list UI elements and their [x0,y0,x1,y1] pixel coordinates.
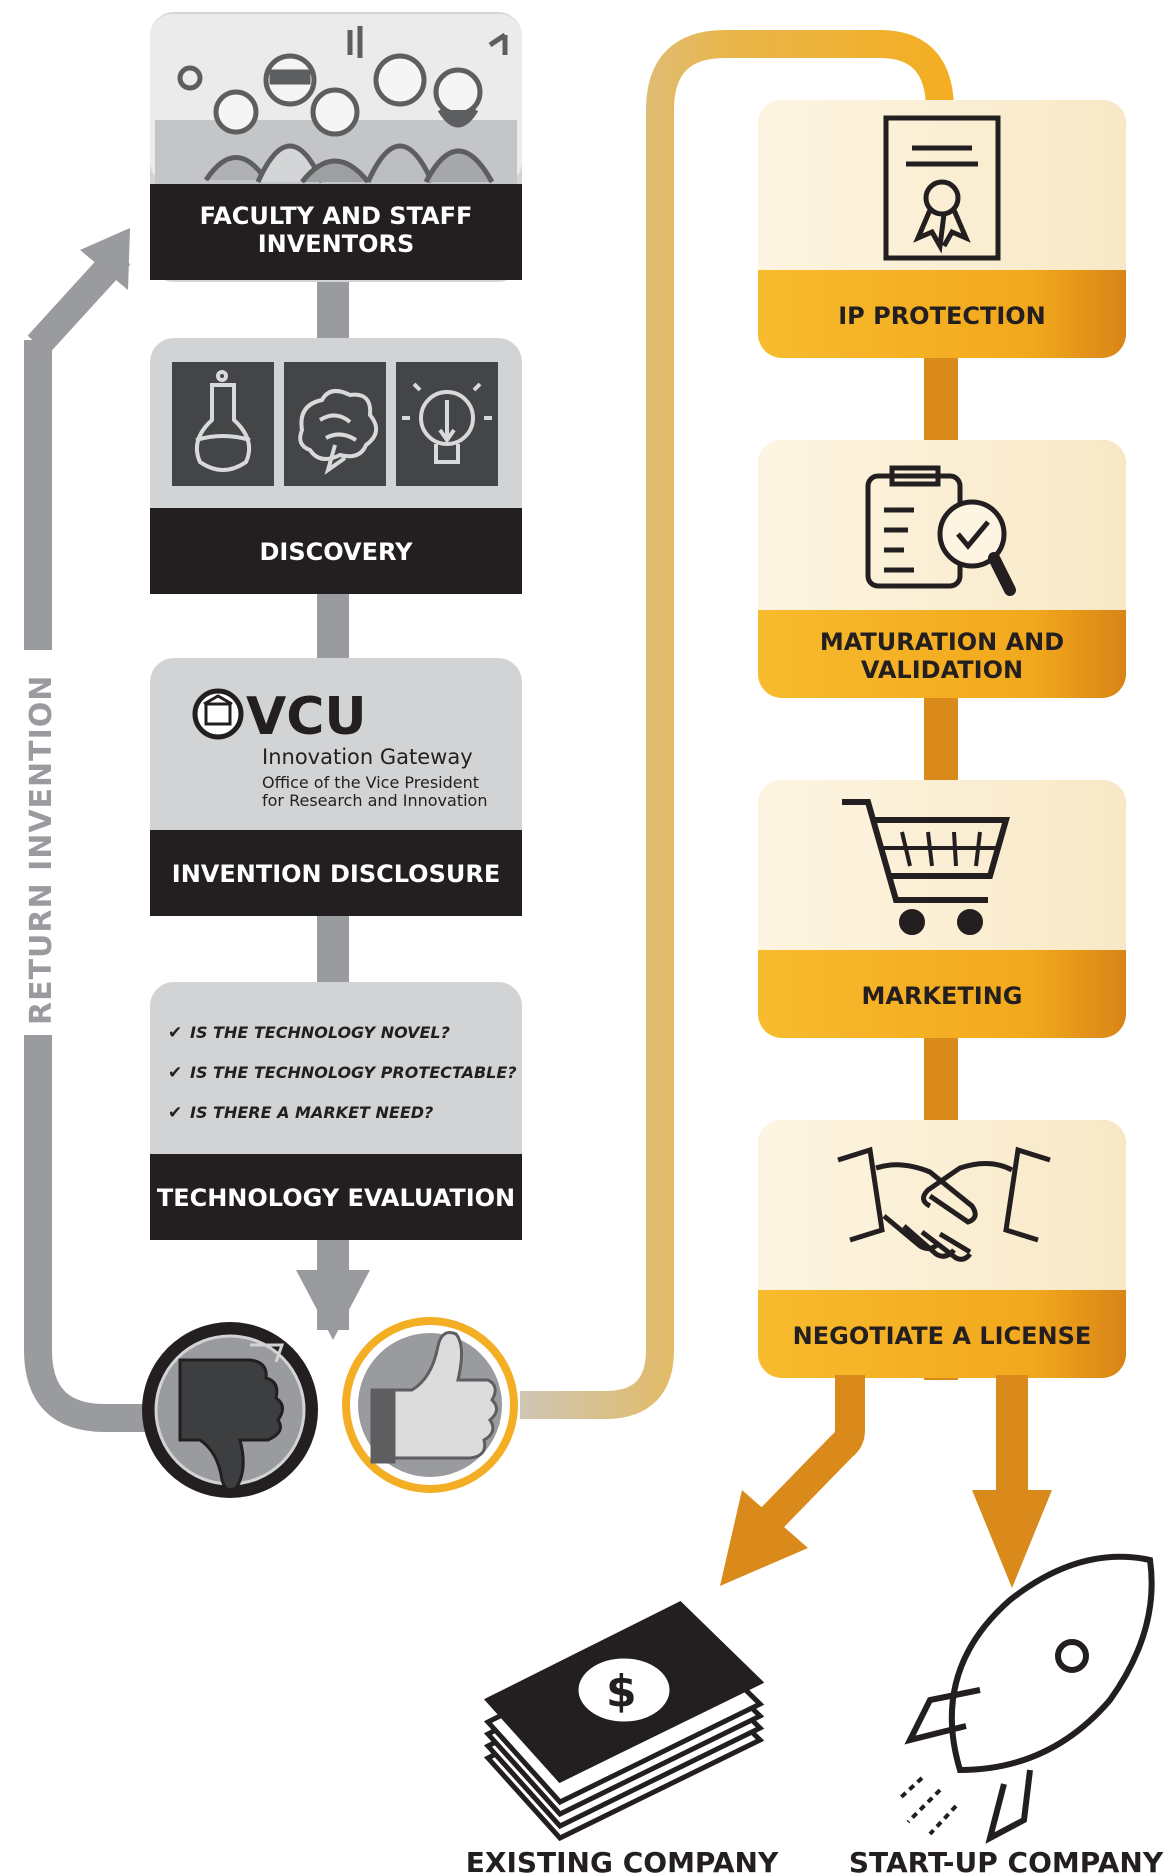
approval-pipe [520,30,954,1419]
maturation-label-line2: VALIDATION [861,656,1023,684]
step-evaluation: ✔ IS THE TECHNOLOGY NOVEL? ✔ IS THE TECH… [150,982,522,1240]
inventors-label-line1: FACULTY AND STAFF [200,202,473,230]
return-arrowhead [80,228,130,290]
vp-office-line2: for Research and Innovation [262,791,487,810]
vcu-seal-icon [192,688,244,740]
vp-office-line1: Office of the Vice President [262,773,479,792]
marketing-label: MARKETING [861,982,1022,1010]
startup-arrow [972,1375,1052,1588]
return-invention-label: RETURN INVENTION [24,675,59,1025]
existing-company-label: EXISTING COMPANY [466,1846,779,1874]
step-disclosure: VCU Innovation Gateway Office of the Vic… [150,658,522,916]
ip-protection-label: IP PROTECTION [838,302,1046,330]
discovery-label: DISCOVERY [259,538,413,566]
step-marketing: MARKETING [758,780,1126,1038]
flask-tile [172,362,274,486]
innovation-gateway-text: Innovation Gateway [262,745,473,769]
thumbs-up-badge [342,1317,518,1493]
license-label: NEGOTIATE A LICENSE [793,1322,1092,1350]
flask-icon [195,370,251,472]
evaluation-label: TECHNOLOGY EVALUATION [157,1184,515,1212]
money-stack-icon: $ [483,1600,765,1842]
thumbs-up-icon [370,1331,498,1464]
check-protectable: ✔ [168,1063,182,1083]
startup-company-label: START-UP COMPANY [849,1846,1164,1874]
brain-icon [298,389,378,475]
step-maturation: MATURATION AND VALIDATION [758,440,1126,698]
thumbs-down-badge [142,1322,318,1498]
step-inventors: FACULTY AND STAFF INVENTORS [150,12,522,282]
down-arrowhead [296,1270,370,1340]
lightbulb-icon [402,382,492,464]
svg-text:$: $ [606,1666,637,1717]
check-market: ✔ [168,1103,182,1123]
checklist-item-protectable: IS THE TECHNOLOGY PROTECTABLE? [190,1063,517,1082]
return-loop [24,228,240,1432]
shopping-cart-icon [842,799,1010,935]
vcu-logo-text: VCU [246,687,367,747]
checklist-item-novel: IS THE TECHNOLOGY NOVEL? [190,1023,450,1042]
thumbs-down-icon [178,1343,285,1492]
inventors-label-line2: INVENTORS [258,230,415,258]
clipboard-search-icon [865,465,1016,596]
disclosure-label: INVENTION DISCLOSURE [172,860,500,888]
step-ip-protection: IP PROTECTION [758,100,1126,358]
checklist-item-market: IS THERE A MARKET NEED? [190,1103,433,1122]
check-novel: ✔ [168,1023,182,1043]
rocket-icon [896,1553,1155,1844]
maturation-label-line1: MATURATION AND [820,628,1064,656]
step-discovery: DISCOVERY [150,338,522,594]
certificate-icon [883,115,1001,261]
handshake-icon [837,1146,1051,1262]
step-license: NEGOTIATE A LICENSE [758,1120,1126,1378]
inventors-illustration [155,26,517,184]
existing-arrow [720,1375,865,1586]
